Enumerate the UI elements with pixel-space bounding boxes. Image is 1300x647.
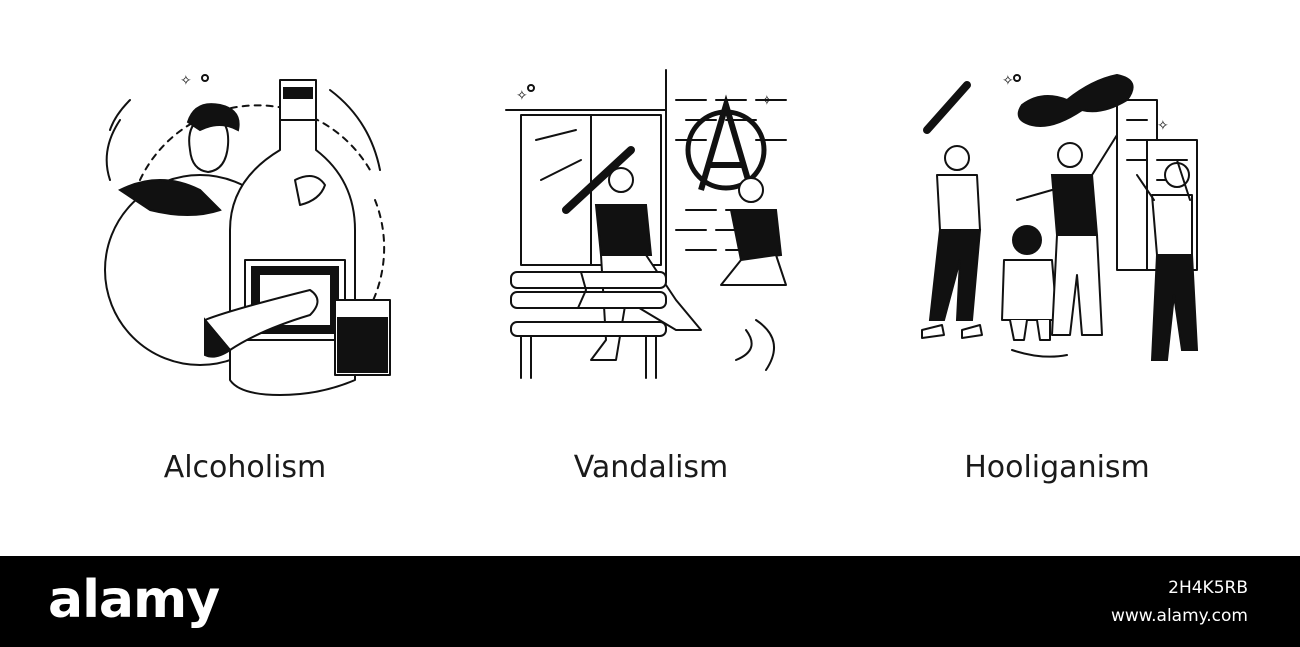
svg-text:✧: ✧: [180, 72, 192, 88]
svg-text:✧: ✧: [1157, 117, 1169, 133]
caption-alcoholism: Alcoholism: [163, 450, 327, 485]
vandals-breaking-bench-icon: ✧ ✧: [486, 60, 816, 400]
man-hugging-bottle-icon: ✧: [80, 60, 410, 400]
stock-url: www.alamy.com: [1110, 606, 1248, 626]
watermark-footer: alamy 2H4K5RB www.alamy.com: [0, 556, 1300, 647]
stock-image-id: 2H4K5RB: [1168, 578, 1248, 598]
svg-text:✧: ✧: [1002, 72, 1014, 88]
caption-vandalism: Vandalism: [573, 450, 729, 485]
caption-hooliganism: Hooliganism: [964, 450, 1150, 485]
svg-text:✧: ✧: [516, 87, 528, 103]
alamy-logo: alamy: [48, 570, 220, 630]
hooligans-fighting-icon: ✧ ✧: [892, 60, 1222, 400]
